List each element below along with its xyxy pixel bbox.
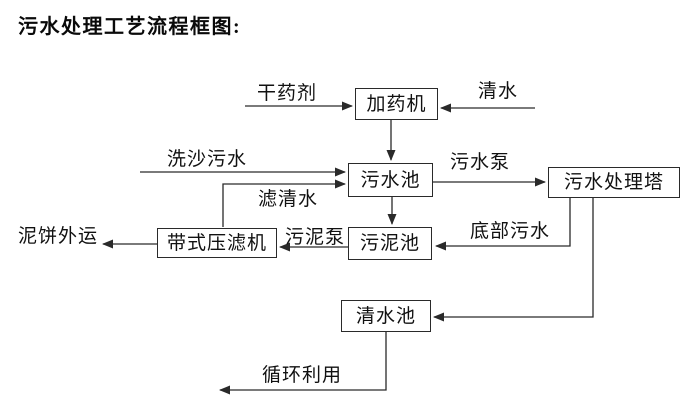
filtered-water-arrow	[222, 179, 346, 227]
node-dosing-machine: 加药机	[355, 88, 438, 120]
node-sewage-pool: 污水池	[348, 163, 433, 197]
node-belt-filter-press: 带式压滤机	[157, 228, 277, 258]
bottom-sewage-arrow	[435, 198, 571, 251]
edge-label-recycle-reuse: 循环利用	[262, 365, 343, 386]
edge-label-dry-chemical: 干药剂	[257, 83, 318, 104]
tower-to-clear-water-pool-arrow	[433, 198, 594, 322]
edge-label-bottom-sewage: 底部污水	[470, 221, 551, 242]
recycle-reuse-arrow	[219, 332, 387, 395]
edge-label-sludge-pump: 污泥泵	[285, 227, 346, 248]
node-sludge-pool: 污泥池	[348, 227, 432, 260]
edge-label-sewage-pump: 污水泵	[450, 152, 511, 173]
node-sewage-treatment-tower: 污水处理塔	[548, 167, 680, 198]
page-title: 污水处理工艺流程框图:	[18, 16, 242, 38]
edge-label-sand-washing-sewage: 洗沙污水	[167, 149, 248, 170]
edge-label-clear-water: 清水	[478, 81, 519, 102]
edge-label-filtered-water: 滤清水	[258, 189, 319, 210]
edge-label-mud-cake-outbound: 泥饼外运	[18, 226, 99, 247]
node-clear-water-pool: 清水池	[341, 300, 431, 332]
